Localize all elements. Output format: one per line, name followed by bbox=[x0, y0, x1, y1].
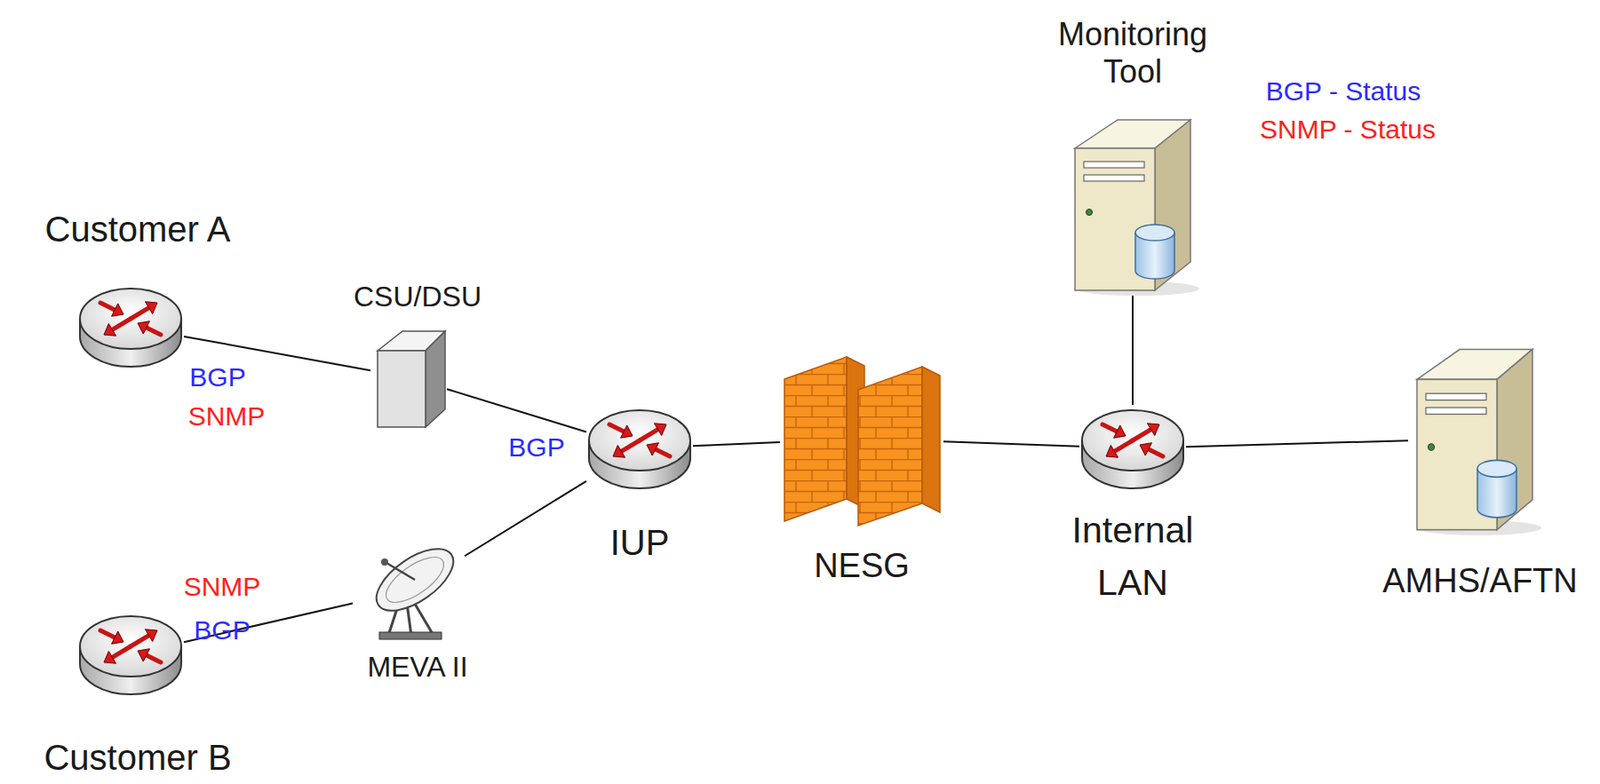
server-node: Monitoring Tool bbox=[1066, 112, 1200, 296]
server-node: AMHS/AFTN bbox=[1408, 342, 1542, 536]
router-icon bbox=[77, 611, 184, 699]
device-label: MEVA II bbox=[366, 651, 468, 685]
router-node: Customer A bbox=[77, 283, 184, 371]
device-label: NESG bbox=[813, 547, 910, 587]
device-label: Customer A bbox=[45, 208, 231, 250]
protocol-label: BGP bbox=[189, 362, 246, 392]
network-link bbox=[1186, 440, 1409, 447]
dish-node: MEVA II bbox=[352, 540, 465, 643]
router-node: Customer B bbox=[77, 611, 184, 699]
protocol-label: SNMP bbox=[188, 401, 266, 431]
device-label: Monitoring Tool bbox=[1037, 15, 1229, 90]
server-icon bbox=[1408, 342, 1542, 536]
protocol-label: BGP bbox=[508, 432, 565, 462]
router-node: IUP bbox=[586, 405, 693, 493]
device-label: AMHS/AFTN bbox=[1382, 562, 1578, 602]
csu-node: CSU/DSU bbox=[370, 324, 447, 431]
server-icon bbox=[1066, 112, 1200, 296]
network-link bbox=[943, 441, 1080, 447]
router-icon bbox=[1079, 405, 1187, 493]
device-label: CSU/DSU bbox=[353, 280, 482, 314]
firewall-node: NESG bbox=[780, 352, 944, 526]
csu-dsu-icon bbox=[370, 324, 447, 431]
device-label: Internal LAN bbox=[1042, 504, 1225, 611]
network-link bbox=[692, 442, 781, 446]
satellite-dish-icon bbox=[352, 540, 465, 643]
router-icon bbox=[77, 283, 184, 371]
network-link bbox=[464, 481, 587, 557]
network-link bbox=[446, 389, 587, 432]
firewall-icon bbox=[780, 352, 944, 526]
device-label: IUP bbox=[610, 522, 670, 564]
protocol-label: BGP bbox=[193, 615, 250, 645]
protocol-label: SNMP - Status bbox=[1259, 114, 1436, 144]
router-node: Internal LAN bbox=[1079, 405, 1187, 493]
device-label: Customer B bbox=[43, 737, 231, 779]
network-link bbox=[1131, 295, 1134, 406]
protocol-label: BGP - Status bbox=[1265, 76, 1422, 106]
protocol-label: SNMP bbox=[183, 572, 262, 602]
router-icon bbox=[586, 405, 693, 493]
